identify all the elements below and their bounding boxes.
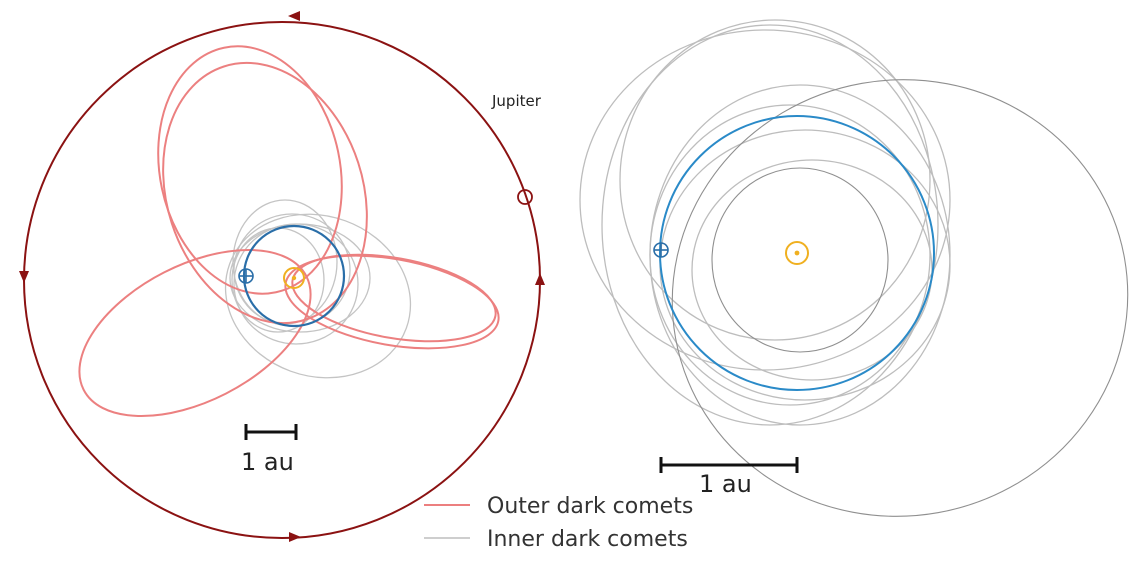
inner-orbit [619, 19, 931, 341]
earth-symbol-icon [653, 242, 669, 258]
legend-inner-label: Inner dark comets [487, 527, 688, 552]
outer-orbit [284, 254, 500, 350]
inner-orbit [579, 29, 951, 371]
outer-orbit [291, 253, 497, 343]
inner-orbit [649, 104, 931, 406]
orbit-direction-arrow-left [19, 271, 29, 283]
orbit-direction-arrow-top [288, 11, 300, 21]
outer-orbit [162, 61, 368, 325]
scale-bar-right [659, 457, 799, 473]
inner-comet-orbits-left [224, 199, 412, 379]
scale-label-right: 1 au [699, 470, 752, 498]
outer-comet-orbits-left [78, 45, 500, 418]
earth-symbol-icon [238, 268, 254, 284]
jupiter-label: Jupiter [491, 92, 542, 110]
inner-comet-orbits-right [579, 19, 951, 426]
inner-orbit [229, 223, 371, 333]
earth-orbit-right [659, 115, 935, 391]
inner-orbit [601, 24, 939, 426]
sun-symbol-icon [283, 267, 305, 289]
orbit-direction-arrow-right [535, 273, 545, 285]
legend-outer-label: Outer dark comets [487, 494, 693, 519]
outer-orbit [78, 248, 312, 418]
inner-orbit [671, 79, 1129, 517]
left-panel: Jupiter 1 au [19, 11, 545, 542]
inner-orbit [711, 167, 889, 353]
jupiter-marker-icon [517, 189, 533, 205]
scale-label-left: 1 au [241, 448, 294, 476]
sun-symbol-icon [785, 241, 809, 265]
orbit-direction-arrow-bottom [289, 532, 301, 542]
scale-bar-left [244, 424, 298, 440]
legend: Outer dark comets Inner dark comets [424, 494, 693, 552]
inner-orbit [649, 84, 951, 426]
inner-orbit [224, 213, 412, 379]
outer-orbit [157, 45, 343, 295]
inner-comet-orbits-right-dark [671, 79, 1129, 517]
right-panel: 1 au [579, 19, 1129, 517]
